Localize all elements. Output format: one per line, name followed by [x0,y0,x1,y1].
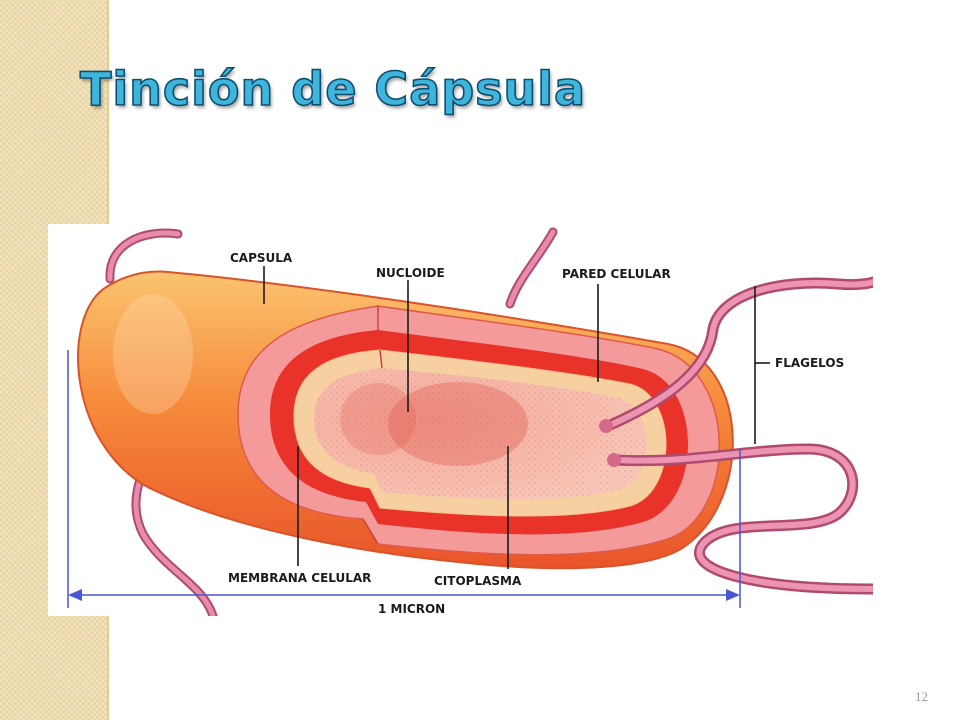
label-capsula: CAPSULA [230,251,293,265]
label-nucloide: NUCLOIDE [376,266,445,280]
scale-bar [67,350,741,608]
nucleoid-region [388,382,528,466]
slide-title: Tinción de Cápsula [79,61,587,117]
label-scale-micron: 1 MICRON [378,602,445,616]
label-membrana-celular: MEMBRANA CELULAR [228,571,371,585]
label-citoplasma: CITOPLASMA [434,574,522,588]
page-number: 12 [915,689,928,704]
label-flagelos: FLAGELOS [775,356,844,370]
bacterial-cell-diagram: CAPSULA NUCLOIDE PARED CELULAR FLAGELOS … [48,224,873,616]
diagram-svg: CAPSULA NUCLOIDE PARED CELULAR FLAGELOS … [67,227,873,616]
label-pared-celular: PARED CELULAR [562,267,671,281]
